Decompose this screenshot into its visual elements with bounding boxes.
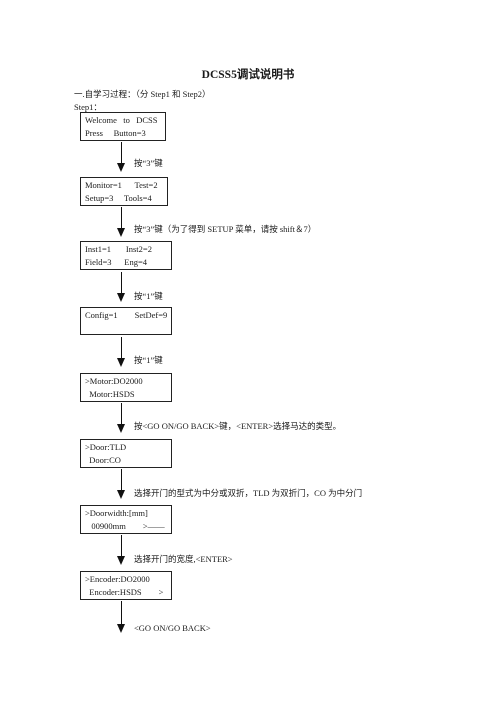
instruction-text: 选择开门的型式为中分或双折，TLD 为双折门，CO 为中分门 [134, 488, 363, 498]
lcd-screen-main-menu: Monitor=1 Test=2 Setup=3 Tools=4 [80, 177, 168, 206]
instruction-text: 按“1”键 [134, 291, 163, 301]
lcd-line: 00900mm >—— [85, 521, 165, 531]
lcd-screen-door-width: >Doorwidth:[mm] 00900mm >—— [80, 505, 172, 534]
lcd-line: Encoder:HSDS > [85, 587, 164, 597]
down-arrow-icon [117, 272, 126, 302]
lcd-screen-encoder-select: >Encoder:DO2000 Encoder:HSDS > [80, 571, 172, 600]
lcd-line: Field=3 Eng=4 [85, 257, 148, 267]
down-arrow-icon [117, 207, 126, 237]
lcd-line: >Motor:DO2000 [85, 376, 143, 386]
lcd-line: >Encoder:DO2000 [85, 574, 150, 584]
lcd-screen-install-menu: Config=1 SetDef=9 [80, 307, 172, 335]
down-arrow-icon [117, 142, 126, 172]
document-title: DCSS5调试说明书 [201, 69, 295, 81]
down-arrow-icon [117, 469, 126, 499]
down-arrow-icon [117, 601, 126, 633]
lcd-line: Monitor=1 Test=2 [85, 180, 158, 190]
lcd-line: Welcome to DCSS [85, 115, 158, 125]
instruction-text: 按<GO ON/GO BACK>键，<ENTER>选择马达的类型。 [134, 421, 342, 431]
lcd-line: >Doorwidth:[mm] [85, 508, 148, 518]
down-arrow-icon [117, 403, 126, 433]
down-arrow-icon [117, 535, 126, 565]
lcd-line: >Door:TLD [85, 442, 127, 452]
lcd-screen-welcome: Welcome to DCSS Press Button=3 [80, 112, 166, 141]
instruction-text: 选择开门的宽度,<ENTER> [134, 554, 233, 564]
instruction-text: <GO ON/GO BACK> [134, 623, 211, 633]
lcd-screen-setup-menu: Inst1=1 Inst2=2 Field=3 Eng=4 [80, 241, 172, 270]
lcd-screen-motor-select: >Motor:DO2000 Motor:HSDS [80, 373, 172, 402]
lcd-line: Press Button=3 [85, 128, 146, 138]
lcd-line: Inst1=1 Inst2=2 [85, 244, 152, 254]
lcd-line: Setup=3 Tools=4 [85, 193, 152, 203]
lcd-line: Door:CO [85, 455, 121, 465]
instruction-text: 按“3”键（为了得到 SETUP 菜单，请按 shift＆7） [134, 224, 317, 234]
instruction-text: 按“3”键 [134, 158, 163, 168]
down-arrow-icon [117, 337, 126, 367]
instruction-text: 按“1”键 [134, 355, 163, 365]
lcd-line: Motor:HSDS [85, 389, 135, 399]
intro-text: 一.自学习过程：（分 Step1 和 Step2） [74, 89, 211, 99]
step-label: Step1： [74, 102, 102, 112]
lcd-screen-door-type: >Door:TLD Door:CO [80, 439, 172, 468]
lcd-line: Config=1 SetDef=9 [85, 310, 168, 320]
